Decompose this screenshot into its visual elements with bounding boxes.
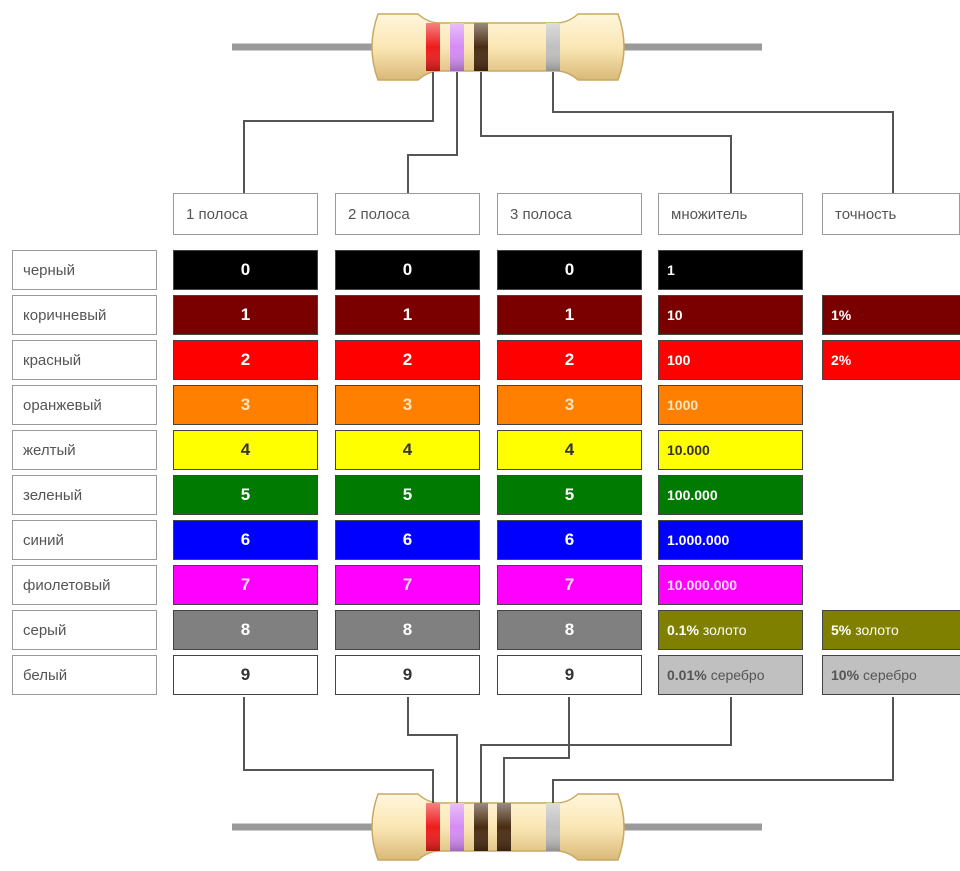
- connector-wire: [407, 697, 458, 803]
- digit-cell-band-3: 8: [497, 610, 642, 650]
- digit-cell-band-2: 3: [335, 385, 480, 425]
- tolerance-value: 2%: [831, 352, 852, 368]
- tolerance-label: золото: [855, 622, 899, 638]
- multiplier-value: 0.1%: [667, 622, 699, 638]
- multiplier-value: 10.000: [667, 442, 710, 458]
- band-shading-top: [474, 23, 488, 71]
- color-name: желтый: [12, 430, 157, 470]
- color-name: синий: [12, 520, 157, 560]
- color-name: белый: [12, 655, 157, 695]
- color-name: красный: [12, 340, 157, 380]
- band-shading-bottom: [474, 803, 488, 851]
- tolerance-cell: 1%: [822, 295, 960, 335]
- tolerance-cell: 10%серебро: [822, 655, 960, 695]
- color-name: серый: [12, 610, 157, 650]
- multiplier-cell: 1000: [658, 385, 803, 425]
- multiplier-label: золото: [702, 622, 747, 638]
- digit-cell-band-2: 8: [335, 610, 480, 650]
- connector-wire: [407, 72, 458, 193]
- digit-cell-band-2: 1: [335, 295, 480, 335]
- band-shading-top: [450, 23, 464, 71]
- multiplier-value: 1: [667, 262, 675, 278]
- connector-wire: [503, 697, 570, 803]
- digit-cell-band-1: 1: [173, 295, 318, 335]
- multiplier-cell: 10.000: [658, 430, 803, 470]
- band-shading-top: [426, 23, 440, 71]
- multiplier-cell: 100: [658, 340, 803, 380]
- connector-wire: [480, 72, 732, 193]
- digit-cell-band-1: 9: [173, 655, 318, 695]
- digit-cell-band-2: 6: [335, 520, 480, 560]
- band-shading-bottom: [497, 803, 511, 851]
- connector-wire: [243, 72, 434, 193]
- color-name: зеленый: [12, 475, 157, 515]
- band-shading-top: [546, 23, 560, 71]
- tolerance-value: 5%: [831, 622, 852, 638]
- band-shading-bottom: [426, 803, 440, 851]
- band-shading-bottom: [546, 803, 560, 851]
- multiplier-label: серебро: [710, 667, 765, 683]
- multiplier-cell: 1: [658, 250, 803, 290]
- digit-cell-band-2: 5: [335, 475, 480, 515]
- header-4: множитель: [658, 193, 803, 235]
- header-3: 3 полоса: [497, 193, 642, 235]
- tolerance-value: 10%: [831, 667, 860, 683]
- tolerance-cell: 5%золото: [822, 610, 960, 650]
- header-1: 1 полоса: [173, 193, 318, 235]
- header-2: 2 полоса: [335, 193, 480, 235]
- digit-cell-band-3: 3: [497, 385, 642, 425]
- connector-wire: [552, 697, 894, 803]
- resistor-body-top: [371, 13, 625, 81]
- digit-cell-band-3: 9: [497, 655, 642, 695]
- digit-cell-band-2: 4: [335, 430, 480, 470]
- digit-cell-band-3: 2: [497, 340, 642, 380]
- multiplier-value: 10: [667, 307, 683, 323]
- color-name: коричневый: [12, 295, 157, 335]
- header-5: точность: [822, 193, 960, 235]
- multiplier-cell: 0.01%серебро: [658, 655, 803, 695]
- digit-cell-band-3: 6: [497, 520, 642, 560]
- multiplier-value: 1000: [667, 397, 699, 413]
- digit-cell-band-3: 0: [497, 250, 642, 290]
- digit-cell-band-1: 7: [173, 565, 318, 605]
- digit-cell-band-1: 5: [173, 475, 318, 515]
- multiplier-cell: 1.000.000: [658, 520, 803, 560]
- multiplier-value: 1.000.000: [667, 532, 730, 548]
- color-name: оранжевый: [12, 385, 157, 425]
- digit-cell-band-3: 1: [497, 295, 642, 335]
- color-name: фиолетовый: [12, 565, 157, 605]
- multiplier-cell: 10.000.000: [658, 565, 803, 605]
- digit-cell-band-1: 8: [173, 610, 318, 650]
- multiplier-cell: 0.1%золото: [658, 610, 803, 650]
- multiplier-value: 100.000: [667, 487, 718, 503]
- digit-cell-band-3: 7: [497, 565, 642, 605]
- digit-cell-band-2: 0: [335, 250, 480, 290]
- band-shading-bottom: [450, 803, 464, 851]
- connector-wire: [480, 697, 732, 803]
- tolerance-label: серебро: [863, 667, 917, 683]
- digit-cell-band-2: 9: [335, 655, 480, 695]
- color-name: черный: [12, 250, 157, 290]
- digit-cell-band-2: 7: [335, 565, 480, 605]
- multiplier-cell: 100.000: [658, 475, 803, 515]
- digit-cell-band-3: 4: [497, 430, 642, 470]
- digit-cell-band-1: 6: [173, 520, 318, 560]
- tolerance-cell: 2%: [822, 340, 960, 380]
- tolerance-value: 1%: [831, 307, 852, 323]
- connector-wire: [243, 697, 434, 803]
- digit-cell-band-3: 5: [497, 475, 642, 515]
- digit-cell-band-1: 3: [173, 385, 318, 425]
- multiplier-value: 100: [667, 352, 691, 368]
- multiplier-cell: 10: [658, 295, 803, 335]
- digit-cell-band-1: 0: [173, 250, 318, 290]
- digit-cell-band-1: 4: [173, 430, 318, 470]
- multiplier-value: 0.01%: [667, 667, 707, 683]
- multiplier-value: 10.000.000: [667, 577, 738, 593]
- connector-wire: [552, 72, 894, 193]
- digit-cell-band-2: 2: [335, 340, 480, 380]
- digit-cell-band-1: 2: [173, 340, 318, 380]
